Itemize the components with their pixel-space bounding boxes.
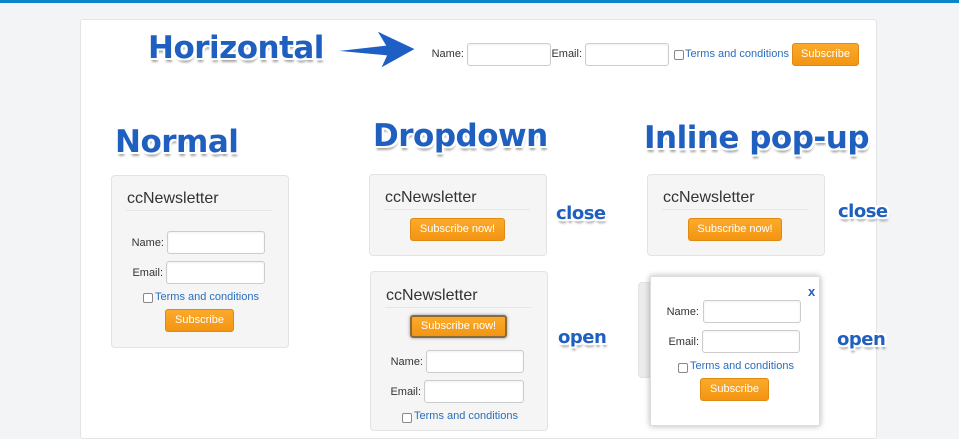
popup-subscribe-button[interactable]: Subscribe [700, 378, 769, 401]
dropdown-subscribe-now-button[interactable]: Subscribe now! [410, 218, 505, 241]
normal-terms-link[interactable]: Terms and conditions [155, 291, 259, 303]
dropdown-name-label: Name: [390, 356, 423, 368]
normal-name-label: Name: [131, 237, 164, 249]
popup-email-label: Email: [668, 336, 699, 348]
dropdown-open-subscribe-now-button[interactable]: Subscribe now! [410, 315, 507, 338]
label-dropdown: Dropdown [373, 118, 548, 154]
label-open: open [837, 329, 886, 350]
dropdown-closed-title: ccNewsletter [385, 189, 477, 206]
normal-email-label: Email: [132, 267, 163, 279]
divider [662, 209, 808, 210]
label-close: close [556, 203, 606, 224]
horizontal-email-input[interactable] [585, 43, 669, 66]
divider [385, 307, 531, 308]
popup-name-label: Name: [666, 306, 699, 318]
dropdown-terms-link[interactable]: Terms and conditions [414, 410, 518, 422]
popup-email-input[interactable] [702, 330, 800, 353]
dropdown-open-title: ccNewsletter [386, 287, 478, 304]
normal-terms-checkbox[interactable] [143, 293, 153, 303]
popup-closed-title: ccNewsletter [663, 189, 755, 206]
dropdown-name-input[interactable] [426, 350, 524, 373]
popup-close-button[interactable]: x [808, 284, 816, 299]
normal-widget-title: ccNewsletter [127, 190, 219, 207]
horizontal-subscribe-button[interactable]: Subscribe [792, 43, 859, 66]
label-inline-popup: Inline pop-up [644, 120, 870, 156]
popup-closed-widget [647, 174, 825, 256]
label-horizontal: Horizontal [148, 30, 324, 66]
popup-subscribe-now-button[interactable]: Subscribe now! [688, 218, 782, 241]
horizontal-terms-link[interactable]: Terms and conditions [685, 48, 789, 60]
horizontal-name-label: Name: [431, 48, 464, 60]
dropdown-terms-checkbox[interactable] [402, 413, 412, 423]
label-close: close [838, 201, 888, 222]
horizontal-email-label: Email: [551, 48, 582, 60]
label-open: open [558, 327, 607, 348]
horizontal-terms-checkbox[interactable] [674, 50, 684, 60]
divider [126, 210, 272, 211]
top-bar [0, 0, 959, 3]
horizontal-name-input[interactable] [467, 43, 551, 66]
dropdown-closed-widget [369, 174, 547, 256]
divider [384, 209, 530, 210]
normal-email-input[interactable] [166, 261, 265, 284]
normal-name-input[interactable] [167, 231, 265, 254]
popup-terms-checkbox[interactable] [678, 363, 688, 373]
popup-terms-link[interactable]: Terms and conditions [690, 360, 794, 372]
label-normal: Normal [115, 124, 239, 160]
normal-subscribe-button[interactable]: Subscribe [165, 309, 234, 332]
arrow-right-icon [331, 28, 418, 71]
popup-name-input[interactable] [703, 300, 801, 323]
dropdown-email-input[interactable] [424, 380, 524, 403]
dropdown-email-label: Email: [390, 386, 421, 398]
